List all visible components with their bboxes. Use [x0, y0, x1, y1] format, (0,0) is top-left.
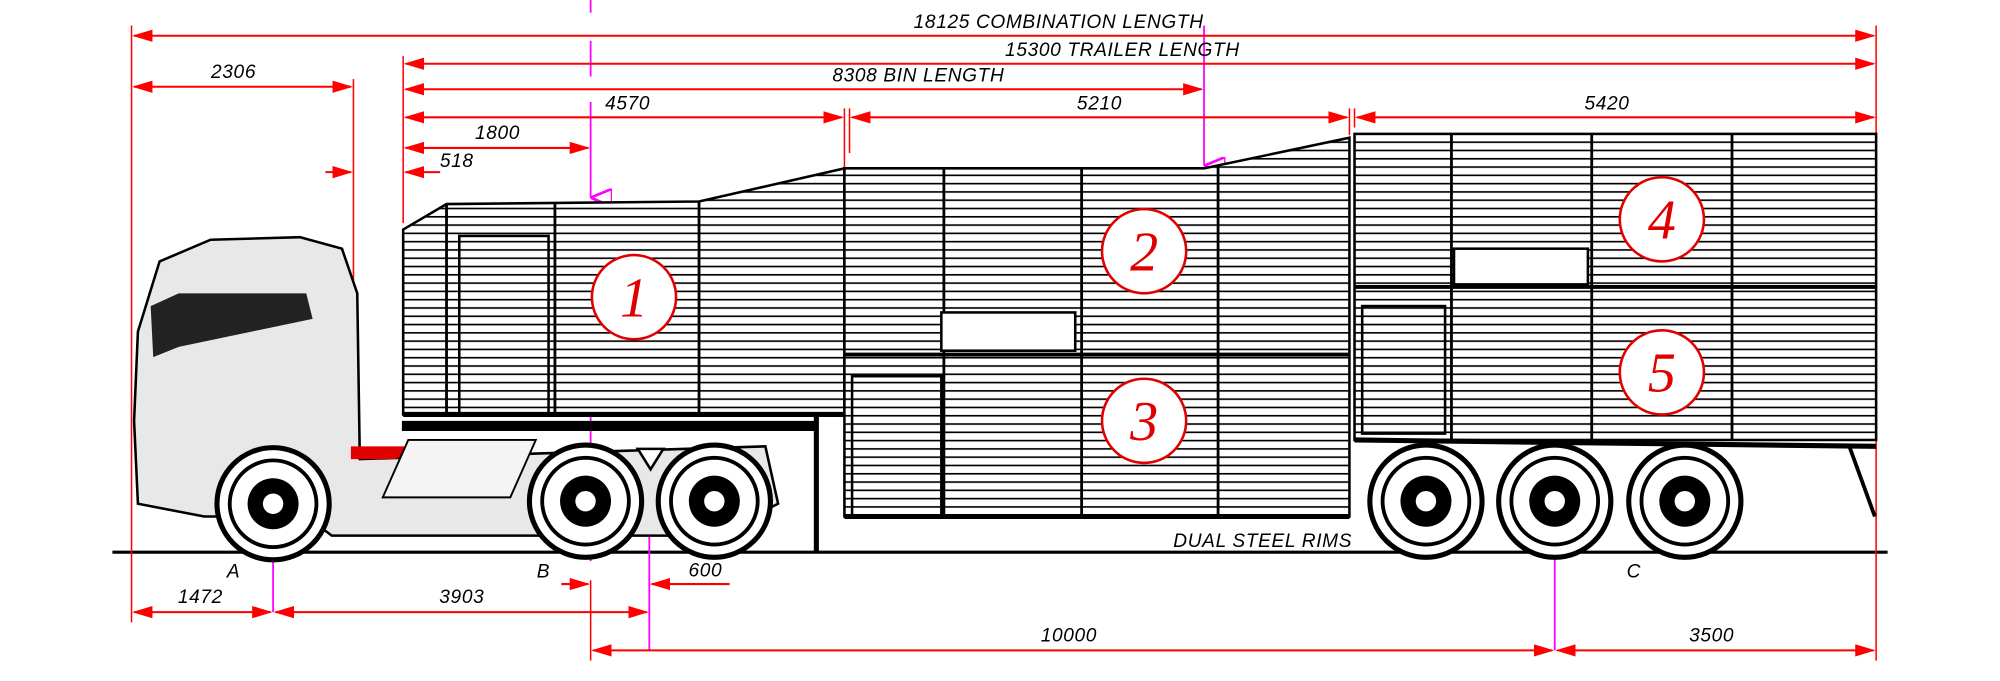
svg-text:5: 5 — [1648, 343, 1676, 405]
front-gap-label: 518 — [440, 151, 474, 172]
windscreen — [150, 293, 313, 358]
wheelbase-label: 3903 — [439, 587, 484, 608]
section-1-label: 4570 — [605, 94, 650, 115]
svg-text:4: 4 — [1648, 189, 1676, 251]
trailer — [401, 132, 1878, 553]
axle-a-label: A — [226, 562, 240, 583]
fifth-wheel-offset-label: 600 — [689, 560, 723, 581]
wheel-axle-a — [214, 445, 332, 563]
compartment-4: 4 — [1618, 175, 1706, 263]
bottom-dimensions: A B C 600 1472 3903 10000 3500 — [132, 560, 1876, 657]
compartment-5: 5 — [1618, 329, 1706, 416]
compartment-3: 3 — [1100, 377, 1188, 465]
svg-text:3: 3 — [1129, 391, 1158, 453]
bin-length-label: 8308 BIN LENGTH — [832, 66, 1004, 87]
kingpin-offset-label: 1800 — [475, 123, 520, 144]
section-3-label: 5420 — [1585, 94, 1630, 115]
axle-b-label: B — [537, 562, 550, 583]
compartment-markers: 1 2 3 4 5 — [590, 175, 1706, 465]
svg-text:2: 2 — [1130, 221, 1158, 283]
front-overhang-label: 2306 — [210, 62, 256, 83]
trailer-length-label: 15300 TRAILER LENGTH — [1005, 40, 1240, 61]
wheel-drive-1 — [526, 442, 645, 560]
section-2-label: 5210 — [1077, 94, 1122, 115]
kingpin-to-axle-label: 10000 — [1041, 625, 1097, 646]
wheel-trailer-3 — [1626, 442, 1744, 560]
axle-c-label: C — [1627, 562, 1641, 583]
combination-length-label: 18125 COMBINATION LENGTH — [914, 12, 1204, 33]
rims-note: DUAL STEEL RIMS — [1173, 531, 1352, 552]
top-dimensions: 18125 COMBINATION LENGTH 15300 TRAILER L… — [132, 12, 1876, 179]
wheel-drive-2 — [655, 442, 773, 560]
wheel-trailer-2 — [1496, 442, 1614, 560]
wheels — [214, 442, 1744, 563]
compartment-2: 2 — [1100, 207, 1188, 295]
svg-text:1: 1 — [620, 267, 648, 329]
wheel-trailer-1 — [1367, 442, 1485, 560]
middle-bin — [843, 136, 1351, 518]
rear-overhang-label: 3500 — [1689, 625, 1734, 646]
compartment-1: 1 — [590, 253, 678, 341]
front-axle-label: 1472 — [178, 587, 223, 608]
